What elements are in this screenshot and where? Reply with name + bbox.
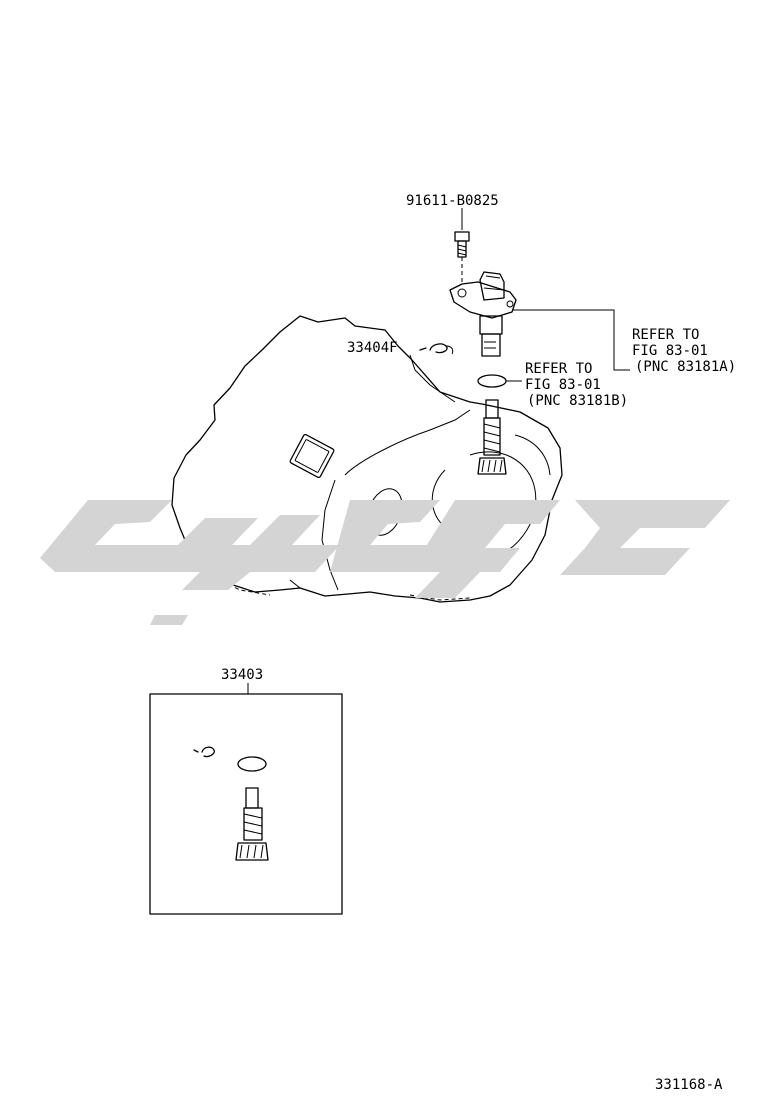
watermark-logo — [40, 500, 730, 625]
kit-clip — [193, 746, 215, 758]
kit-o-ring — [237, 756, 267, 772]
refer-b-line1: REFER TO — [525, 361, 592, 377]
bolt-part-number: 91611-B0825 — [406, 193, 499, 209]
kit-gear-shaft — [235, 787, 269, 861]
o-ring — [477, 374, 507, 388]
clip — [419, 343, 454, 355]
speed-sensor — [449, 271, 517, 357]
clip-leader — [409, 354, 456, 403]
figure-code: 331168-A — [655, 1077, 723, 1093]
refer-a-line1: REFER TO — [632, 327, 699, 343]
kit-box — [149, 683, 343, 915]
refer-a-line3: (PNC 83181A) — [635, 359, 736, 375]
bolt — [454, 231, 470, 285]
kit-part-number: 33403 — [221, 667, 263, 683]
clip-part-number: 33404F — [347, 340, 398, 356]
refer-b-line3: (PNC 83181B) — [527, 393, 628, 409]
refer-a-leader — [512, 309, 630, 371]
refer-a-line2: FIG 83-01 — [632, 343, 708, 359]
driven-gear-shaft — [477, 399, 507, 475]
refer-b-line2: FIG 83-01 — [525, 377, 601, 393]
